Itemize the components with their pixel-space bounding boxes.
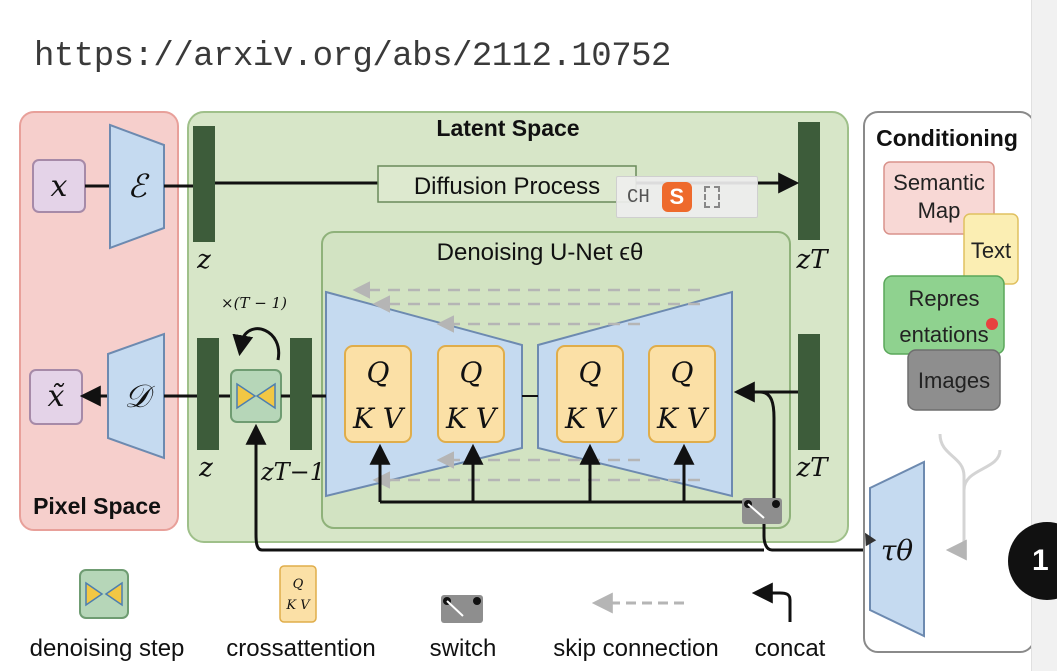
legend-qkv-q: Q: [293, 577, 304, 592]
legend-concat-icon: [751, 582, 792, 622]
qkv-block: Q K V: [437, 345, 505, 443]
legend-skip-connection-label: skip connection: [553, 635, 718, 662]
x-tilde-label: x̃: [48, 379, 66, 414]
encoder-label: ℰ: [127, 167, 150, 205]
zT-top-label: zT: [795, 245, 829, 275]
latent-diffusion-diagram: Pixel Space Latent Space x ℰ x̃ 𝒟 z zT D…: [19, 111, 1031, 662]
diffusion-process-label: Diffusion Process: [414, 173, 600, 200]
representations-label-2: entations: [899, 322, 988, 347]
semantic-map-label: Semantic: [893, 170, 985, 195]
images-box: [907, 349, 1001, 411]
semantic-map-label-2: Map: [918, 198, 961, 223]
qkv-block: Q K V: [344, 345, 412, 443]
latent-space-title: Latent Space: [436, 115, 579, 141]
legend-crossattention-icon: [279, 565, 317, 623]
qkv-block: Q K V: [556, 345, 624, 443]
ime-toolbar[interactable]: CH S: [616, 176, 758, 218]
legend-switch-icon: [441, 595, 483, 623]
conditioning-routes: [245, 381, 868, 552]
x-label: x: [51, 169, 68, 204]
encoder-block: [109, 123, 165, 250]
legend-denoising-step-label: denoising step: [30, 635, 185, 662]
legend-switch-label: switch: [430, 635, 497, 662]
ime-language-label[interactable]: CH: [627, 186, 650, 208]
legend-concat-label: concat: [755, 635, 826, 662]
qkv-q: Q: [671, 356, 694, 389]
zT-right-label: zT: [795, 453, 829, 483]
latent-zT-right-bar: [798, 334, 820, 450]
qkv-kv: K V: [352, 402, 406, 435]
pixel-space-title: Pixel Space: [33, 493, 161, 519]
decoder-block: [107, 332, 165, 460]
qkv-kv: K V: [445, 402, 499, 435]
qkv-q: Q: [460, 356, 483, 389]
qkv-q: Q: [579, 356, 602, 389]
loop-arrow: [232, 327, 281, 361]
images-label: Images: [918, 368, 990, 393]
qkv-q: Q: [367, 356, 390, 389]
conditioning-title: Conditioning: [876, 125, 1018, 151]
ime-logo-icon[interactable]: S: [661, 182, 692, 212]
z-top-label: z: [196, 245, 211, 275]
representations-label: Repres: [909, 286, 980, 311]
latent-z-bottom-bar: [197, 338, 219, 450]
zT-minus-1-label: zT−1: [260, 458, 325, 486]
legend-denoising-step-icon: [79, 569, 129, 619]
unet-title: Denoising U-Net ϵθ: [437, 239, 644, 266]
conditioning-merge-lines: [938, 433, 1002, 561]
latent-zT-top-bar: [798, 122, 820, 240]
latent-zT-minus-1-bar: [290, 338, 312, 450]
qkv-block: Q K V: [648, 345, 716, 443]
tau-label: τθ: [881, 534, 913, 567]
loop-label: ×(T − 1): [221, 294, 287, 312]
qkv-kv: K V: [656, 402, 710, 435]
ime-menu-icon[interactable]: [703, 186, 720, 208]
legend-crossattention-label: crossattention: [226, 635, 375, 662]
legend-qkv-kv: K V: [285, 598, 311, 613]
latent-z-top-bar: [193, 126, 215, 242]
z-bottom-label: z: [198, 453, 213, 483]
tau-encoder-block: [869, 460, 925, 638]
switch-icon: [742, 498, 782, 524]
url-text[interactable]: https://arxiv.org/abs/2112.10752: [34, 38, 671, 76]
text-label: Text: [971, 238, 1011, 263]
qkv-kv: K V: [564, 402, 618, 435]
